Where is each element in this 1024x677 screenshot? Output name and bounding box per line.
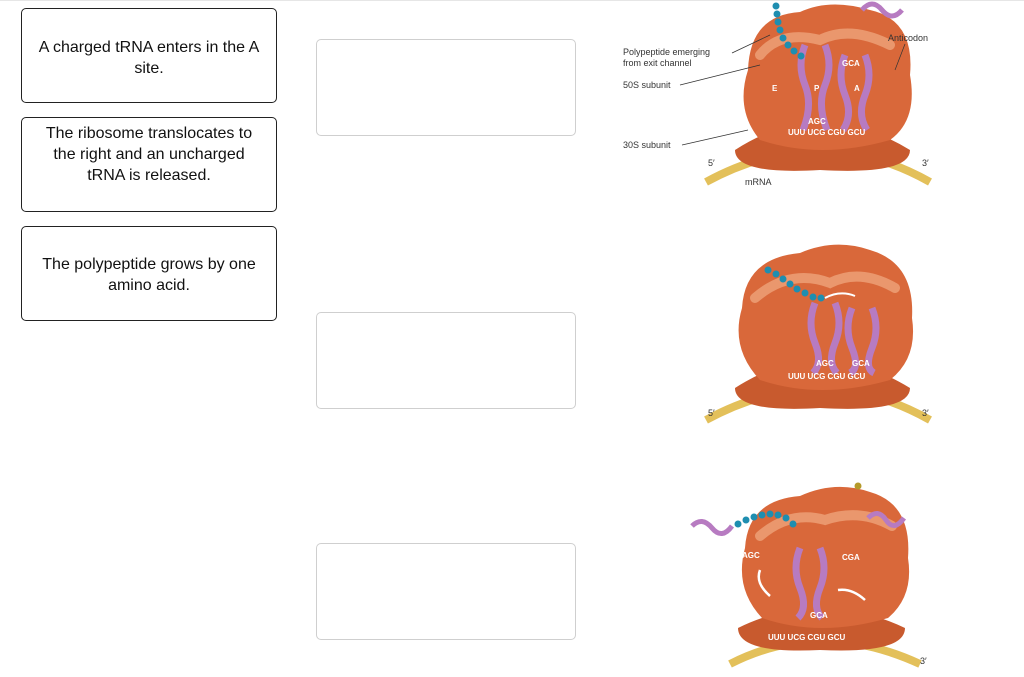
polypeptide-chain xyxy=(772,2,805,60)
released-trna xyxy=(690,519,735,536)
drop-zone-1[interactable] xyxy=(316,39,576,136)
polypeptide-chain xyxy=(764,266,825,302)
p-anticodon: AGC xyxy=(808,117,826,126)
site-p-label: P xyxy=(814,84,820,93)
three-prime-label: 3′ xyxy=(920,656,927,666)
a-anticodon: GCA xyxy=(852,359,870,368)
card-text: The polypeptide grows by one amino acid. xyxy=(42,256,256,294)
card-text: The ribosome translocates to the right a… xyxy=(45,125,253,184)
p-anticodon: GCA xyxy=(810,611,828,620)
translocation-arrow xyxy=(837,588,866,601)
p-site-trna xyxy=(807,301,822,376)
amino-acid xyxy=(854,482,862,490)
ribosome-illustration: AGC GCA UUU UCG CGU GCU 5′ 3′ xyxy=(704,244,932,424)
50s-label: 50S subunit xyxy=(623,80,671,90)
50s-subunit xyxy=(738,244,914,390)
top-divider xyxy=(0,0,1024,1)
anticodon-label: Anticodon xyxy=(888,33,928,43)
released-anticodon: AGC xyxy=(742,551,760,560)
peptide-transfer-arrow xyxy=(824,292,856,299)
ribosome-illustration: AGC GCA CGA UUU UCG CGU GCU 3′ xyxy=(690,482,927,668)
ribosome-figure-3: AGC GCA CGA UUU UCG CGU GCU 3′ xyxy=(620,478,1020,668)
ribosome-figure-2: AGC GCA UUU UCG CGU GCU 5′ 3′ xyxy=(620,238,1020,438)
codon-sequence: UUU UCG CGU GCU xyxy=(788,128,866,137)
a-anticodon: GCA xyxy=(842,59,860,68)
ribosome-figure-1: E P A AGC GCA UUU UCG CGU GCU Polypeptid… xyxy=(620,0,1020,200)
site-a-label: A xyxy=(854,84,860,93)
three-prime-label: 3′ xyxy=(922,408,929,418)
30s-label: 30S subunit xyxy=(623,140,671,150)
answer-card-polypeptide-grows[interactable]: The polypeptide grows by one amino acid. xyxy=(21,226,277,321)
three-prime-label: 3′ xyxy=(922,158,929,168)
release-arrow xyxy=(757,569,771,597)
five-prime-label: 5′ xyxy=(708,158,715,168)
answer-card-translocation[interactable]: The ribosome translocates to the right a… xyxy=(21,117,277,212)
a-site-trna xyxy=(844,306,859,377)
answer-card-charged-trna[interactable]: A charged tRNA enters in the A site. xyxy=(21,8,277,103)
codon-sequence: UUU UCG CGU GCU xyxy=(768,633,846,642)
a-site-trna xyxy=(837,53,852,132)
polypeptide-chain xyxy=(734,510,797,528)
p-site-trna xyxy=(792,546,807,621)
ribosome-illustration: E P A AGC GCA UUU UCG CGU GCU Polypeptid… xyxy=(623,1,932,187)
incoming-trna xyxy=(860,1,904,19)
codon-sequence: UUU UCG CGU GCU xyxy=(788,372,866,381)
five-prime-label: 5′ xyxy=(708,408,715,418)
drop-zone-3[interactable] xyxy=(316,543,576,640)
drop-zone-2[interactable] xyxy=(316,312,576,409)
site-e-label: E xyxy=(772,84,778,93)
incoming-trna xyxy=(866,511,907,528)
p-anticodon: AGC xyxy=(816,359,834,368)
incoming-anticodon: CGA xyxy=(842,553,860,562)
mrna-label: mRNA xyxy=(745,177,772,187)
card-text: A charged tRNA enters in the A site. xyxy=(38,39,260,77)
